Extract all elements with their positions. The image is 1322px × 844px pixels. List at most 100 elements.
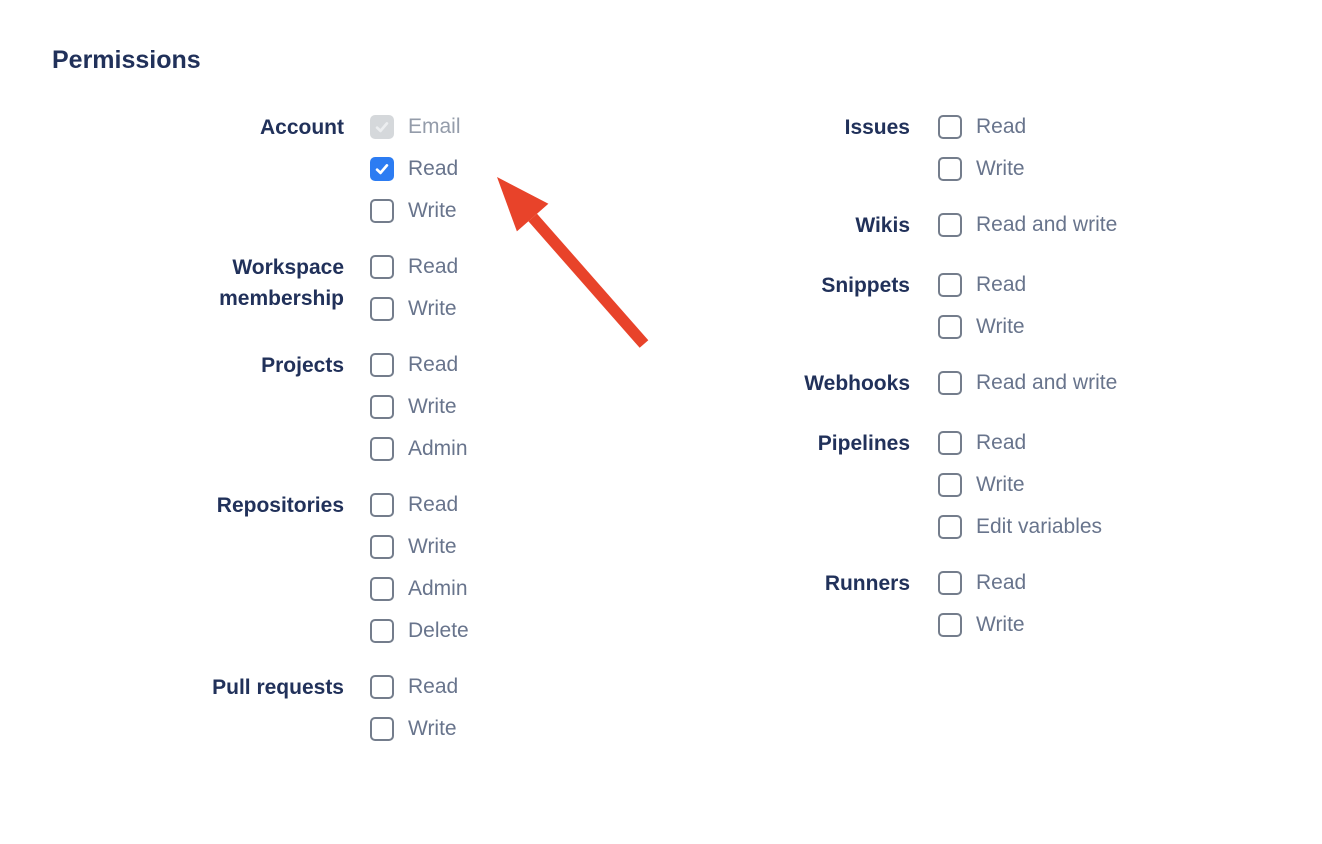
permission-option-label-issues-write[interactable]: Write — [976, 157, 1025, 180]
permission-option-label-repositories-admin[interactable]: Admin — [408, 577, 468, 600]
checkbox-pull-requests-read[interactable] — [370, 675, 394, 699]
permission-group-webhooks: Webhooks Read and write — [765, 371, 1117, 399]
permission-option-wikis-read-and-write[interactable]: Read and write — [938, 213, 1117, 237]
check-icon — [375, 164, 389, 175]
checkbox-pipelines-write[interactable] — [938, 473, 962, 497]
permission-option-pull-requests-read[interactable]: Read — [370, 675, 458, 699]
checkbox-webhooks-read-and-write[interactable] — [938, 371, 962, 395]
permission-option-webhooks-read-and-write[interactable]: Read and write — [938, 371, 1117, 395]
permission-option-repositories-read[interactable]: Read — [370, 493, 469, 517]
permission-option-label-pipelines-write[interactable]: Write — [976, 473, 1025, 496]
permission-option-issues-read[interactable]: Read — [938, 115, 1026, 139]
checkbox-workspace-membership-write[interactable] — [370, 297, 394, 321]
permission-option-label-workspace-membership-read[interactable]: Read — [408, 255, 459, 278]
page-title: Permissions — [52, 46, 201, 74]
permission-option-label-repositories-read[interactable]: Read — [408, 493, 459, 516]
checkbox-projects-admin[interactable] — [370, 437, 394, 461]
permission-option-account-read[interactable]: Read — [370, 157, 461, 181]
permission-group-label-repositories: Repositories — [216, 494, 344, 517]
checkbox-pull-requests-write[interactable] — [370, 717, 394, 741]
checkbox-repositories-write[interactable] — [370, 535, 394, 559]
permission-option-pipelines-read[interactable]: Read — [938, 431, 1102, 455]
checkbox-projects-read[interactable] — [370, 353, 394, 377]
permission-option-label-projects-read[interactable]: Read — [408, 353, 459, 376]
checkbox-snippets-read[interactable] — [938, 273, 962, 297]
permission-option-label-repositories-delete[interactable]: Delete — [408, 619, 469, 642]
permission-option-label-account-read[interactable]: Read — [408, 157, 459, 180]
permission-option-label-webhooks-read-and-write[interactable]: Read and write — [976, 371, 1118, 394]
permission-option-issues-write[interactable]: Write — [938, 157, 1026, 181]
checkbox-repositories-read[interactable] — [370, 493, 394, 517]
checkbox-account-email — [370, 115, 394, 139]
permission-option-pull-requests-write[interactable]: Write — [370, 717, 458, 741]
checkbox-issues-write[interactable] — [938, 157, 962, 181]
permission-option-label-projects-write[interactable]: Write — [408, 395, 457, 418]
permission-option-runners-write[interactable]: Write — [938, 613, 1026, 637]
permission-option-projects-write[interactable]: Write — [370, 395, 468, 419]
permission-option-label-runners-read[interactable]: Read — [976, 571, 1027, 594]
check-icon — [375, 122, 389, 133]
permission-option-runners-read[interactable]: Read — [938, 571, 1026, 595]
permission-option-projects-admin[interactable]: Admin — [370, 437, 468, 461]
permission-option-workspace-membership-write[interactable]: Write — [370, 297, 458, 321]
permission-option-account-write[interactable]: Write — [370, 199, 461, 223]
permission-option-repositories-write[interactable]: Write — [370, 535, 469, 559]
permission-option-label-snippets-write[interactable]: Write — [976, 315, 1025, 338]
permission-option-snippets-read[interactable]: Read — [938, 273, 1026, 297]
checkbox-pipelines-read[interactable] — [938, 431, 962, 455]
permission-option-label-pipelines-edit-variables[interactable]: Edit variables — [976, 515, 1103, 538]
permission-option-label-pull-requests-write[interactable]: Write — [408, 717, 457, 740]
permission-option-snippets-write[interactable]: Write — [938, 315, 1026, 339]
checkbox-projects-write[interactable] — [370, 395, 394, 419]
checkbox-runners-write[interactable] — [938, 613, 962, 637]
permission-option-projects-read[interactable]: Read — [370, 353, 468, 377]
permission-option-label-pipelines-read[interactable]: Read — [976, 431, 1027, 454]
permission-option-workspace-membership-read[interactable]: Read — [370, 255, 458, 279]
checkbox-snippets-write[interactable] — [938, 315, 962, 339]
permission-option-repositories-admin[interactable]: Admin — [370, 577, 469, 601]
permission-group-label-snippets: Snippets — [821, 274, 910, 297]
permission-option-label-runners-write[interactable]: Write — [976, 613, 1025, 636]
permission-option-label-projects-admin[interactable]: Admin — [408, 437, 468, 460]
checkbox-account-read[interactable] — [370, 157, 394, 181]
checkbox-account-write[interactable] — [370, 199, 394, 223]
permission-option-label-wikis-read-and-write[interactable]: Read and write — [976, 213, 1118, 236]
permission-option-pipelines-edit-variables[interactable]: Edit variables — [938, 515, 1102, 539]
permission-option-label-repositories-write[interactable]: Write — [408, 535, 457, 558]
permission-group-label-pull-requests: Pull requests — [212, 676, 344, 699]
permission-option-repositories-delete[interactable]: Delete — [370, 619, 469, 643]
permission-group-label-issues: Issues — [844, 116, 910, 139]
permission-option-label-workspace-membership-write[interactable]: Write — [408, 297, 457, 320]
checkbox-wikis-read-and-write[interactable] — [938, 213, 962, 237]
permission-option-label-snippets-read[interactable]: Read — [976, 273, 1027, 296]
checkbox-pipelines-edit-variables[interactable] — [938, 515, 962, 539]
checkbox-repositories-admin[interactable] — [370, 577, 394, 601]
permission-option-label-issues-read[interactable]: Read — [976, 115, 1027, 138]
permission-option-label-account-write[interactable]: Write — [408, 199, 457, 222]
permission-group-label-pipelines: Pipelines — [817, 432, 910, 455]
checkbox-workspace-membership-read[interactable] — [370, 255, 394, 279]
permission-options-wikis: Read and write — [938, 213, 1117, 241]
checkbox-repositories-delete[interactable] — [370, 619, 394, 643]
permission-group-label-webhooks: Webhooks — [804, 372, 910, 395]
checkbox-runners-read[interactable] — [938, 571, 962, 595]
permission-option-label-pull-requests-read[interactable]: Read — [408, 675, 459, 698]
checkbox-issues-read[interactable] — [938, 115, 962, 139]
permission-group-label-account: Account — [260, 116, 344, 139]
permission-option-pipelines-write[interactable]: Write — [938, 473, 1102, 497]
